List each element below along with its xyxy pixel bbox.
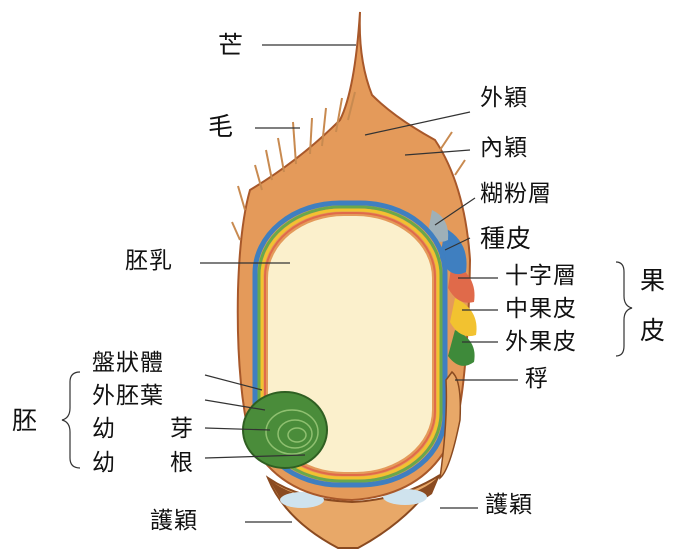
mesocarp-label: 中果皮 — [505, 298, 577, 321]
embryo-label: 胚 — [12, 408, 38, 433]
radicle-label-b: 根 — [170, 452, 194, 475]
plumule-label-a: 幼 — [92, 418, 116, 441]
rachilla-label: 稃 — [525, 368, 549, 391]
hair-label: 毛 — [208, 114, 234, 139]
endosperm-label: 胚乳 — [125, 250, 173, 273]
awn-label: 芒 — [218, 33, 244, 58]
epiblast-label: 外胚葉 — [92, 385, 164, 408]
radicle-label-a: 幼 — [92, 452, 116, 475]
plumule-label-b: 芽 — [170, 418, 194, 441]
aleurone-label: 糊粉層 — [480, 183, 552, 206]
pericarp-label-1: 果 — [640, 268, 666, 293]
seed-coat-label: 種皮 — [480, 226, 532, 251]
palea-label: 內穎 — [480, 137, 528, 160]
scutellum-label: 盤狀體 — [92, 352, 164, 375]
exocarp-label: 外果皮 — [505, 331, 577, 354]
pericarp-label-2: 皮 — [640, 318, 666, 343]
glume-left-label: 護穎 — [150, 510, 198, 533]
cross-layer-label: 十字層 — [505, 265, 577, 288]
glume-right-label: 護穎 — [485, 494, 533, 517]
lemma-label: 外穎 — [480, 87, 528, 110]
